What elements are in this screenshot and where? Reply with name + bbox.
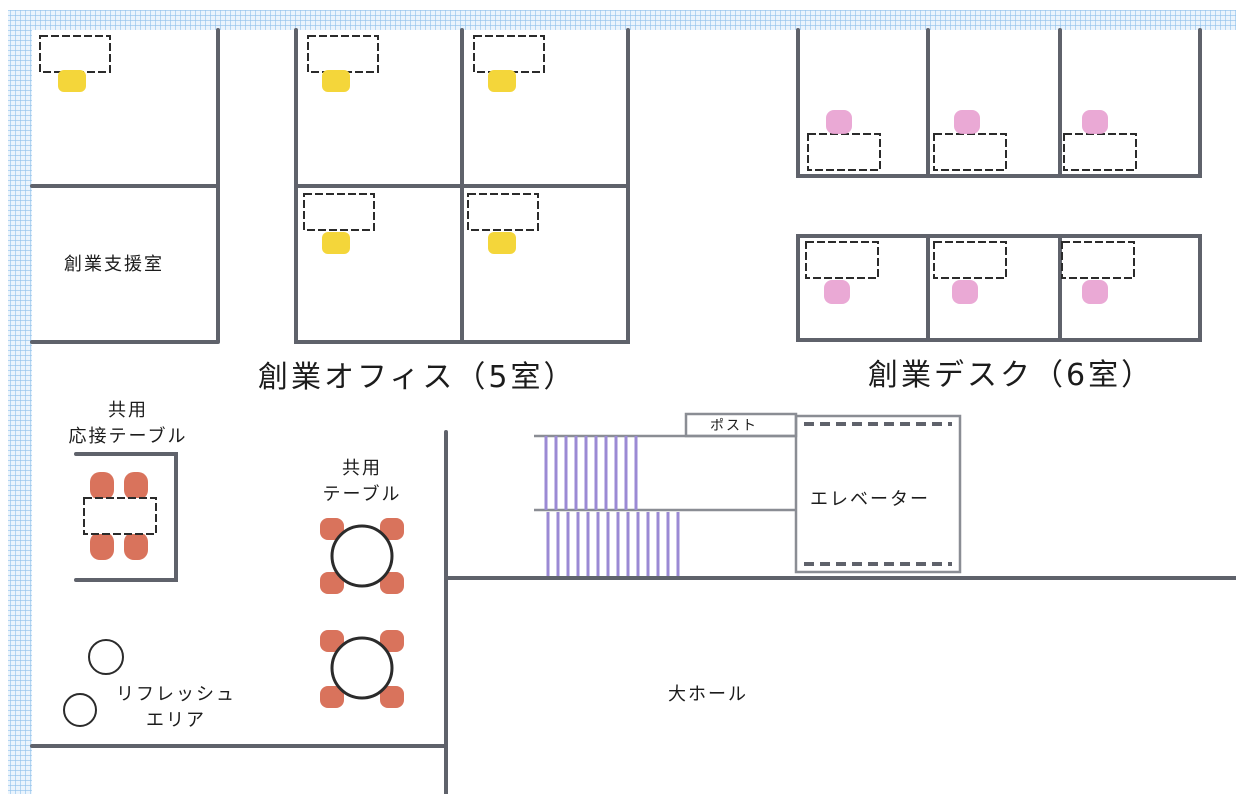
- desk-unit: [805, 241, 879, 279]
- stairs: [544, 436, 680, 576]
- stool: [63, 693, 97, 727]
- table-chair: [320, 630, 344, 652]
- elevator-box: [794, 414, 962, 574]
- office-desk: [307, 35, 379, 73]
- office-chair: [58, 70, 86, 92]
- table-chair: [380, 630, 404, 652]
- refresh-area-label: リフレッシュ エリア: [106, 682, 246, 734]
- outer-wall-top: [8, 10, 1236, 30]
- meeting-table: [83, 497, 157, 535]
- desk-chair: [954, 110, 980, 134]
- meeting-chair: [124, 532, 148, 560]
- desk-area-label: 創業デスク（6室）: [868, 358, 1155, 393]
- shared-meeting-label-line1: 共用: [108, 400, 148, 421]
- hall-label: 大ホール: [668, 684, 748, 705]
- shared-table-label: 共用 テーブル: [312, 456, 412, 508]
- elevator-label: エレベーター: [810, 489, 930, 510]
- desk-unit: [1061, 241, 1135, 279]
- table-chair: [380, 518, 404, 540]
- office-area-label: 創業オフィス（5室）: [258, 360, 577, 395]
- shared-meeting-label-line2: 応接テーブル: [68, 426, 188, 447]
- desk-unit: [933, 241, 1007, 279]
- office-desk: [39, 35, 111, 73]
- support-room-label: 創業支援室: [64, 254, 164, 275]
- desk-unit: [807, 133, 881, 171]
- shared-table-label-line2: テーブル: [322, 484, 402, 505]
- refresh-area-label-line1: リフレッシュ: [116, 684, 236, 705]
- desk-unit: [933, 133, 1007, 171]
- outer-wall-left: [8, 10, 32, 794]
- table-chair: [320, 518, 344, 540]
- meeting-chair: [90, 532, 114, 560]
- desk-chair: [1082, 110, 1108, 134]
- stool: [88, 639, 124, 675]
- table-chair: [320, 686, 344, 708]
- office-desk: [467, 193, 539, 231]
- desk-chair: [824, 280, 850, 304]
- desk-chair: [826, 110, 852, 134]
- wall-stairs-top: [534, 434, 796, 512]
- office-desk: [303, 193, 375, 231]
- wall-support-room: [30, 28, 220, 344]
- refresh-area-label-line2: エリア: [146, 710, 206, 731]
- office-chair: [322, 232, 350, 254]
- office-desk: [473, 35, 545, 73]
- table-chair: [380, 572, 404, 594]
- meeting-chair: [124, 472, 148, 500]
- table-chair: [320, 572, 344, 594]
- round-table: [330, 524, 394, 588]
- round-table: [330, 636, 394, 700]
- post-label: ポスト: [710, 418, 758, 434]
- wall-desk-block-top: [796, 28, 1202, 178]
- desk-unit: [1063, 133, 1137, 171]
- table-chair: [380, 686, 404, 708]
- office-chair: [322, 70, 350, 92]
- shared-table-label-line1: 共用: [342, 458, 382, 479]
- shared-meeting-label: 共用 応接テーブル: [56, 398, 200, 450]
- office-chair: [488, 70, 516, 92]
- wall-office-block: [294, 28, 630, 344]
- desk-chair: [952, 280, 978, 304]
- wall-desk-block-bottom: [796, 234, 1202, 342]
- meeting-chair: [90, 472, 114, 500]
- desk-chair: [1082, 280, 1108, 304]
- office-chair: [488, 232, 516, 254]
- wall-meeting-area: [74, 452, 178, 582]
